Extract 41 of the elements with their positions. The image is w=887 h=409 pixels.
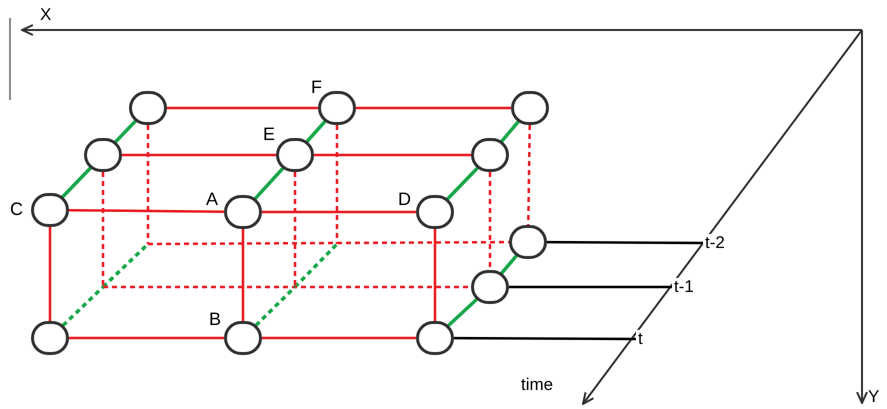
node-letter: B — [209, 310, 222, 328]
connector-line — [61, 166, 92, 198]
connector-line — [262, 336, 416, 340]
connector-line — [527, 124, 531, 226]
connector-line — [446, 166, 479, 200]
node-letter: E — [263, 125, 276, 143]
connector-line — [434, 229, 436, 321]
connector-line — [500, 254, 518, 275]
connector-line — [314, 154, 471, 156]
connector-line — [454, 336, 636, 340]
node-letter: C — [10, 200, 23, 218]
connector-line — [167, 106, 318, 110]
connector-line — [447, 298, 478, 328]
connector-line — [148, 240, 509, 246]
connector-line — [146, 125, 150, 244]
axis-label: X — [40, 6, 52, 23]
connector-line — [262, 210, 416, 214]
axis-label: time — [521, 376, 554, 393]
connector-line — [62, 286, 104, 327]
axis-label: Y — [868, 388, 880, 405]
connector-line — [103, 286, 471, 288]
connector-line — [336, 125, 338, 244]
connector-line — [242, 229, 244, 321]
connector-line — [500, 120, 520, 143]
connector-line — [254, 286, 296, 327]
node-letter: D — [398, 190, 411, 208]
connector-line — [294, 172, 296, 287]
connector-line — [122, 154, 276, 156]
connector-line — [68, 208, 224, 214]
connector-line — [306, 120, 326, 143]
connector-line — [69, 336, 224, 340]
connector-line — [509, 286, 672, 288]
node-letter: F — [311, 78, 322, 96]
connector-line — [114, 120, 137, 144]
connector-line — [488, 172, 492, 270]
connector-line — [48, 227, 52, 321]
connector-line — [102, 172, 104, 287]
connector-line — [547, 240, 703, 244]
connector-line — [254, 166, 284, 200]
connector-line — [356, 106, 511, 110]
node-letter: A — [206, 190, 218, 208]
